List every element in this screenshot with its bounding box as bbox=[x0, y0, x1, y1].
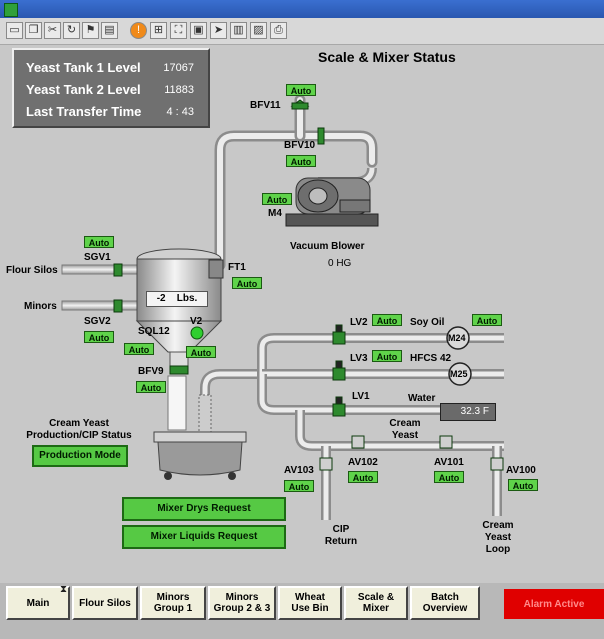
nav-main[interactable]: Main bbox=[6, 586, 70, 620]
pump-m24: M24 bbox=[448, 333, 466, 343]
toolbar-folder-icon[interactable]: ▤ bbox=[101, 22, 118, 39]
toolbar-tools-icon[interactable]: ✂ bbox=[44, 22, 61, 39]
alarm-active-indicator[interactable]: Alarm Active bbox=[504, 589, 604, 619]
label-minors: Minors bbox=[24, 301, 57, 312]
toolbar-window-icon[interactable]: ❐ bbox=[25, 22, 42, 39]
label-cream-yeast-loop: Cream Yeast Loop bbox=[482, 520, 514, 555]
scale-weight-readout: -2 Lbs. bbox=[146, 291, 208, 307]
page-title: Scale & Mixer Status bbox=[318, 49, 456, 65]
auto-sgv2-button[interactable]: Auto bbox=[84, 331, 114, 343]
label-bfv9: BFV9 bbox=[138, 366, 164, 377]
auto-av102-button[interactable]: Auto bbox=[348, 471, 378, 483]
pumps bbox=[446, 326, 472, 386]
cip-status-label: Cream Yeast Production/CIP Status bbox=[26, 418, 132, 441]
auto-sql12-button[interactable]: Auto bbox=[124, 343, 154, 355]
auto-av101-button[interactable]: Auto bbox=[434, 471, 464, 483]
nav-minors-group-2-3[interactable]: Minors Group 2 & 3 bbox=[208, 586, 276, 620]
auto-v2-button[interactable]: Auto bbox=[186, 346, 216, 358]
nav-wheat-use-bin[interactable]: Wheat Use Bin bbox=[278, 586, 342, 620]
label-cip-return: CIP Return bbox=[324, 524, 358, 547]
label-v2: V2 bbox=[190, 316, 203, 327]
label-lv1: LV1 bbox=[352, 391, 370, 402]
process-diagram bbox=[61, 94, 504, 520]
label-av103: AV103 bbox=[284, 465, 314, 476]
toolbar-refresh-icon[interactable]: ↻ bbox=[63, 22, 80, 39]
auto-lv2-button[interactable]: Auto bbox=[372, 314, 402, 326]
label-flour-silos: Flour Silos bbox=[6, 265, 58, 276]
mixer-bowl bbox=[153, 431, 247, 480]
label-sgv1: SGV1 bbox=[84, 252, 111, 263]
auto-bfv10-button[interactable]: Auto bbox=[286, 155, 316, 167]
auto-lv3-button[interactable]: Auto bbox=[372, 350, 402, 362]
vacuum-blower bbox=[285, 167, 379, 227]
label-av100: AV100 bbox=[506, 465, 536, 476]
auto-sgv1-button[interactable]: Auto bbox=[84, 236, 114, 248]
production-mode-button[interactable]: Production Mode bbox=[32, 445, 128, 467]
label-bfv10: BFV10 bbox=[284, 140, 316, 151]
mixer-liquids-request-button[interactable]: Mixer Liquids Request bbox=[122, 525, 286, 549]
auto-m24-button[interactable]: Auto bbox=[472, 314, 502, 326]
valves bbox=[113, 99, 504, 471]
nav-minors-group-1[interactable]: Minors Group 1 bbox=[140, 586, 206, 620]
scale-tank bbox=[135, 248, 224, 367]
toolbar-arrow-icon[interactable]: ➤ bbox=[210, 22, 227, 39]
nav-flour-silos[interactable]: Flour Silos bbox=[72, 586, 138, 620]
label-sgv2: SGV2 bbox=[84, 316, 111, 327]
label-cream-yeast: Cream Yeast bbox=[389, 418, 421, 441]
toolbar-flag-icon[interactable]: ⚑ bbox=[82, 22, 99, 39]
yeast-tank-panel: Yeast Tank 1 Level 17067 Yeast Tank 2 Le… bbox=[12, 48, 210, 128]
inlet-pipes bbox=[61, 264, 143, 311]
label-ft1: FT1 bbox=[228, 262, 246, 273]
hourglass-icon: ⧗ bbox=[60, 584, 68, 595]
yeast-tank-1-label: Yeast Tank 1 Level bbox=[26, 60, 141, 75]
toolbar-display-icon[interactable]: ▣ bbox=[190, 22, 207, 39]
auto-m4-button[interactable]: Auto bbox=[262, 193, 292, 205]
yeast-tank-2-value: 11883 bbox=[164, 84, 194, 96]
auto-bfv9-button[interactable]: Auto bbox=[136, 381, 166, 393]
auto-ft1-button[interactable]: Auto bbox=[232, 277, 262, 289]
toolbar-fullscreen-icon[interactable]: ⛶ bbox=[170, 22, 187, 39]
label-vacuum-blower: Vacuum Blower bbox=[290, 241, 365, 252]
yeast-tank-1-value: 17067 bbox=[163, 62, 194, 74]
auto-av100-button[interactable]: Auto bbox=[508, 479, 538, 491]
toolbar-chart-icon[interactable]: ▥ bbox=[230, 22, 247, 39]
label-water: Water bbox=[408, 393, 436, 404]
label-lv3: LV3 bbox=[350, 353, 368, 364]
last-transfer-label: Last Transfer Time bbox=[26, 104, 142, 119]
label-sql12: SQL12 bbox=[138, 326, 170, 337]
app-icon bbox=[4, 3, 18, 17]
toolbar-monitor-icon[interactable]: ▭ bbox=[6, 22, 23, 39]
toolbar-network-icon[interactable]: ⊞ bbox=[150, 22, 167, 39]
label-av101: AV101 bbox=[434, 457, 464, 468]
auto-bfv11-button[interactable]: Auto bbox=[286, 84, 316, 96]
pump-m25: M25 bbox=[450, 369, 468, 379]
yeast-tank-2-label: Yeast Tank 2 Level bbox=[26, 82, 141, 97]
window-title-bar bbox=[0, 0, 604, 18]
auto-av103-button[interactable]: Auto bbox=[284, 480, 314, 492]
nav-batch-overview[interactable]: Batch Overview bbox=[410, 586, 480, 620]
label-bfv11: BFV11 bbox=[250, 100, 281, 111]
label-m4: M4 bbox=[268, 208, 282, 219]
vacuum-reading: 0 HG bbox=[328, 258, 352, 269]
label-hfcs: HFCS 42 bbox=[410, 353, 452, 364]
nav-scale-mixer[interactable]: Scale & Mixer bbox=[344, 586, 408, 620]
toolbar-print-icon[interactable]: ⎙ bbox=[270, 22, 287, 39]
label-lv2: LV2 bbox=[350, 317, 368, 328]
bottom-nav: Main Flour Silos Minors Group 1 Minors G… bbox=[0, 583, 604, 639]
toolbar-image-icon[interactable]: ▨ bbox=[250, 22, 267, 39]
toolbar: ▭ ❐ ✂ ↻ ⚑ ▤ ! ⊞ ⛶ ▣ ➤ ▥ ▨ ⎙ bbox=[0, 18, 604, 45]
label-av102: AV102 bbox=[348, 457, 378, 468]
mixer-feed-pipe bbox=[167, 369, 262, 434]
water-temp-readout: 32.3 F bbox=[440, 403, 496, 421]
last-transfer-value: 4 : 43 bbox=[166, 106, 194, 118]
mixer-drys-request-button[interactable]: Mixer Drys Request bbox=[122, 497, 286, 521]
label-soy-oil: Soy Oil bbox=[410, 317, 445, 328]
toolbar-alert-icon[interactable]: ! bbox=[130, 22, 147, 39]
